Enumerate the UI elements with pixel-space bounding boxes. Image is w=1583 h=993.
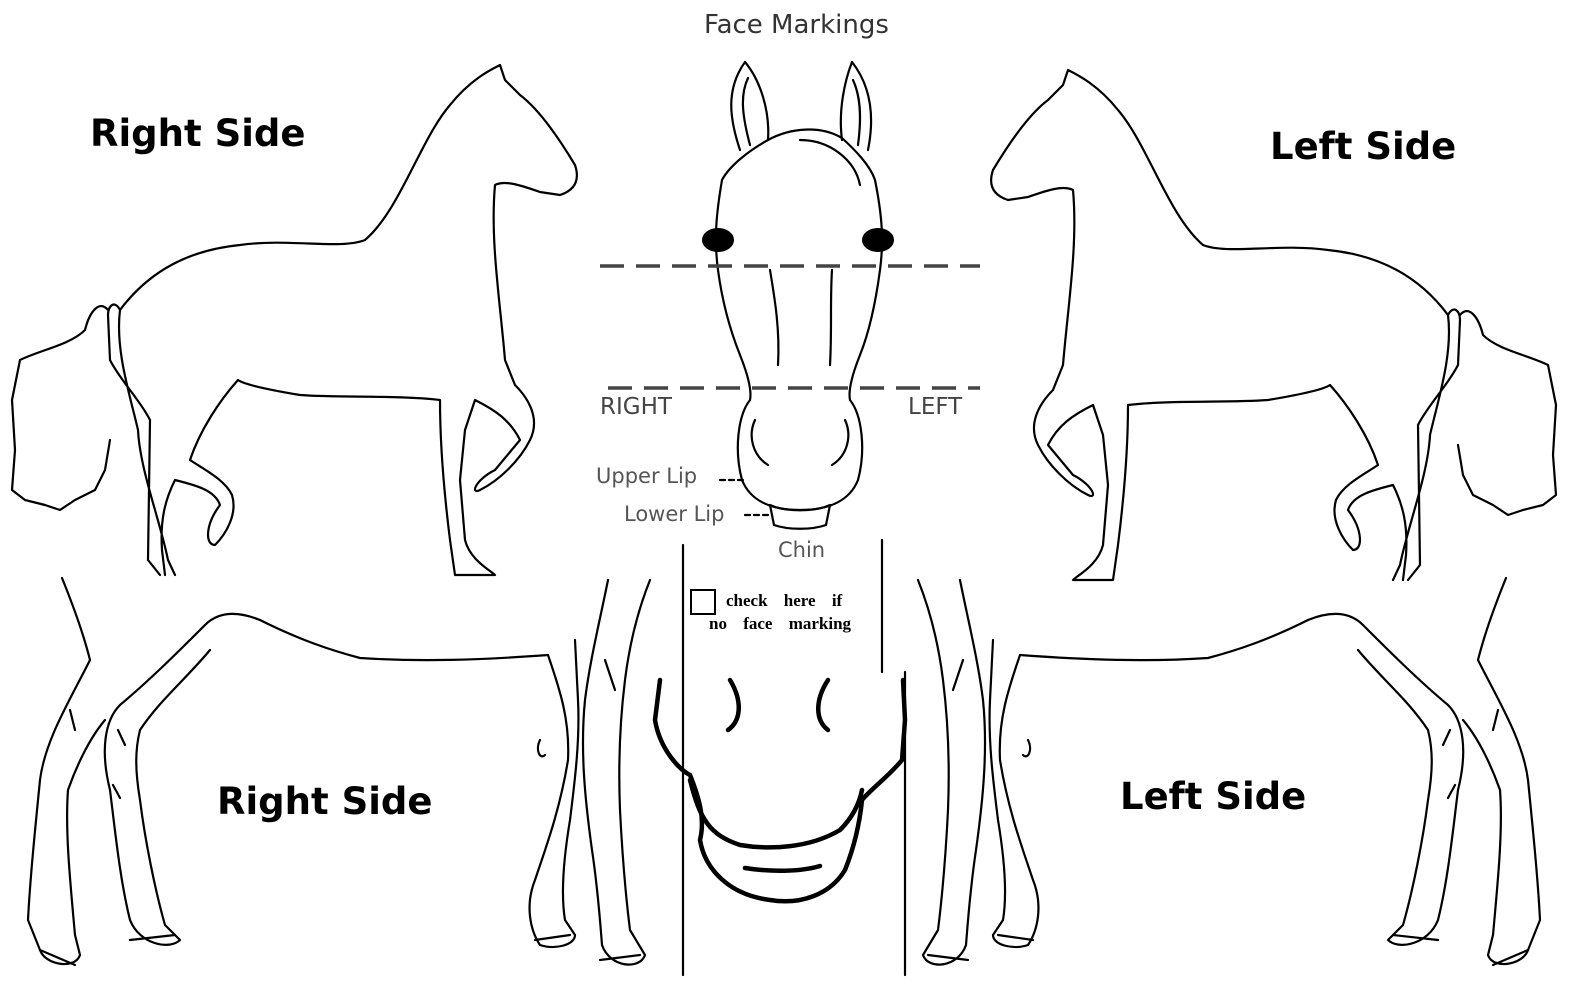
label-face-right: RIGHT xyxy=(600,394,672,420)
label-left-side-bottom: Left Side xyxy=(1120,775,1306,818)
label-chin: Chin xyxy=(778,538,825,562)
label-lower-lip: Lower Lip xyxy=(624,502,724,526)
checkbox-label-line1: check here if xyxy=(726,591,842,611)
horse-muzzle-icon xyxy=(655,680,905,901)
label-left-side-top: Left Side xyxy=(1270,125,1456,168)
horse-legs-left-side-icon xyxy=(918,578,1540,965)
no-face-marking-checkbox[interactable] xyxy=(690,589,716,615)
label-upper-lip: Upper Lip xyxy=(596,464,697,488)
label-right-side-bottom: Right Side xyxy=(217,780,432,823)
horse-legs-right-side-icon xyxy=(28,578,650,965)
diagram-title: Face Markings xyxy=(704,10,889,40)
no-face-marking-control: check here if no face marking xyxy=(690,589,870,637)
checkbox-label-line2: no face marking xyxy=(709,614,851,634)
label-right-side-top: Right Side xyxy=(90,112,305,155)
label-face-left: LEFT xyxy=(908,394,962,420)
horse-head-front-icon xyxy=(600,62,980,529)
